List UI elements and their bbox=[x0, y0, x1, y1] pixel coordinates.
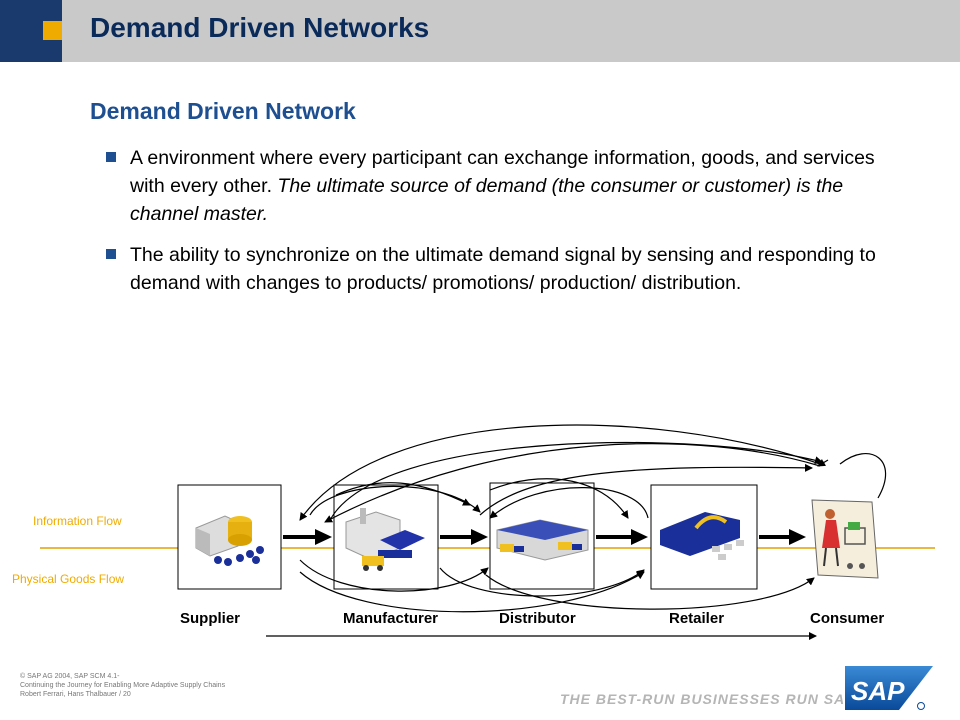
information-flow-label: Information Flow bbox=[33, 514, 122, 528]
footer-line-3: Robert Ferrari, Hans Thalbauer / 20 bbox=[20, 691, 131, 698]
consumer-shopper-icon bbox=[811, 499, 879, 579]
physical-flow-arrows bbox=[283, 529, 806, 545]
bullet-square-icon bbox=[106, 152, 116, 162]
node-label-consumer: Consumer bbox=[810, 610, 885, 627]
footer-line-2: Continuing the Journey for Enabling More… bbox=[20, 682, 226, 689]
information-flow-arcs bbox=[299, 424, 887, 523]
node-label-manufacturer: Manufacturer bbox=[343, 610, 439, 627]
slide-header: Demand Driven Networks bbox=[0, 0, 960, 62]
bullet-square-icon bbox=[106, 249, 116, 259]
manufacturer-plant-icon bbox=[345, 508, 425, 571]
slide-title: Demand Driven Networks bbox=[90, 12, 430, 43]
retailer-store-icon bbox=[660, 512, 744, 560]
bottom-flow-arcs bbox=[266, 559, 817, 640]
node-label-distributor: Distributor bbox=[499, 610, 576, 627]
distributor-warehouse-icon bbox=[496, 519, 589, 561]
bullet-plain-text: A environment where every participant ca… bbox=[130, 147, 875, 197]
node-label-supplier: Supplier bbox=[180, 610, 241, 627]
node-label-retailer: Retailer bbox=[669, 610, 725, 627]
section-subtitle: Demand Driven Network bbox=[90, 98, 356, 124]
svg-text:SAP: SAP bbox=[851, 676, 905, 706]
bullet-item-1: A environment where every participant ca… bbox=[106, 144, 906, 228]
bullet-item-2: The ability to synchronize on the ultima… bbox=[106, 241, 906, 297]
footer-line-1: © SAP AG 2004, SAP SCM 4.1- bbox=[20, 673, 120, 680]
footer-tagline: THE BEST-RUN BUSINESSES RUN SAP bbox=[560, 691, 856, 707]
physical-flow-label: Physical Goods Flow bbox=[12, 572, 125, 586]
header-accent-square bbox=[43, 21, 62, 40]
footer-copyright: © SAP AG 2004, SAP SCM 4.1- Continuing t… bbox=[20, 672, 225, 699]
bullet-text: The ability to synchronize on the ultima… bbox=[130, 244, 876, 294]
supplier-factory-icon bbox=[195, 515, 264, 566]
sap-logo: SAP bbox=[845, 666, 933, 710]
bullet-italic-text: The ultimate source of demand (the consu… bbox=[130, 175, 844, 225]
bullet-text: A environment where every participant ca… bbox=[130, 144, 906, 228]
